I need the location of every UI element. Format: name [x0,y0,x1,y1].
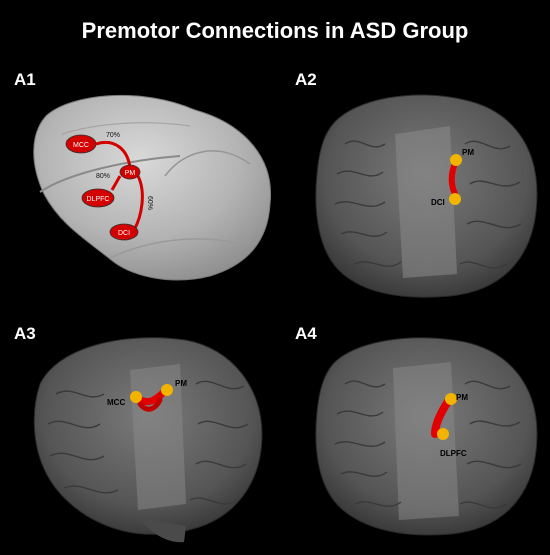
gyri-pattern [334,380,522,509]
roi-label-pm: PM [125,170,136,177]
sulcus-line [109,238,241,259]
panel-a4: PM DLPFC A4 [275,304,550,550]
cerebellum [140,518,186,543]
node-dci [449,193,461,205]
figure-title: Premotor Connections in ASD Group [81,18,469,43]
roi-pm [119,164,141,180]
roi-label-mcc: MCC [73,142,89,149]
panel-a3: MCC PM A3 [0,304,275,550]
sulcus-line [61,122,191,135]
connection-dlpfc-pm [110,175,122,191]
panel-a3-brain: MCC PM [33,337,263,543]
roi-dci [109,223,139,241]
cut-plane [395,126,457,278]
edge-label-dlpfc-pm: 80% [96,173,110,180]
panel-a2-brain: PM DCI [315,94,538,298]
node-pm [450,154,462,166]
panel-a2: PM DCI A2 [275,64,550,310]
node-pm [161,384,173,396]
panel-label-a1: A1 [14,70,36,89]
cut-plane [393,362,459,520]
node-label-pm: PM [175,379,187,388]
roi-mcc [65,134,97,154]
node-pm [445,393,457,405]
edge-label-pm-dci: 60% [146,196,153,210]
gyri-pattern [334,140,522,269]
roi-label-dlpfc: DLPFC [87,196,110,203]
sulcus-line [39,155,181,193]
panel-label-a3: A3 [14,324,36,343]
connection-pm-dci [132,175,144,231]
edge-label-mcc-pm: 70% [106,132,120,139]
roi-label-dci: DCI [118,230,130,237]
panel-label-a2: A2 [295,70,317,89]
node-label-pm: PM [456,393,468,402]
node-mcc [130,391,142,403]
node-label-mcc: MCC [107,398,125,407]
tract-mcc-pm [137,397,163,412]
roi-dlpfc [81,188,115,208]
panel-a1-diagram: MCC PM DLPFC DCI 70% 80% 60% [33,94,272,281]
node-dlpfc [437,428,449,440]
node-label-dci: DCI [431,198,445,207]
sulcus-line [164,150,251,177]
node-label-dlpfc: DLPFC [440,449,467,458]
gyri-pattern [47,380,249,505]
connection-mcc-pm [95,141,132,169]
panel-a4-brain: PM DLPFC [315,337,538,536]
node-label-pm: PM [462,148,474,157]
panel-a1: MCC PM DLPFC DCI 70% 80% 60% A1 [0,64,275,310]
panel-label-a4: A4 [295,324,317,343]
